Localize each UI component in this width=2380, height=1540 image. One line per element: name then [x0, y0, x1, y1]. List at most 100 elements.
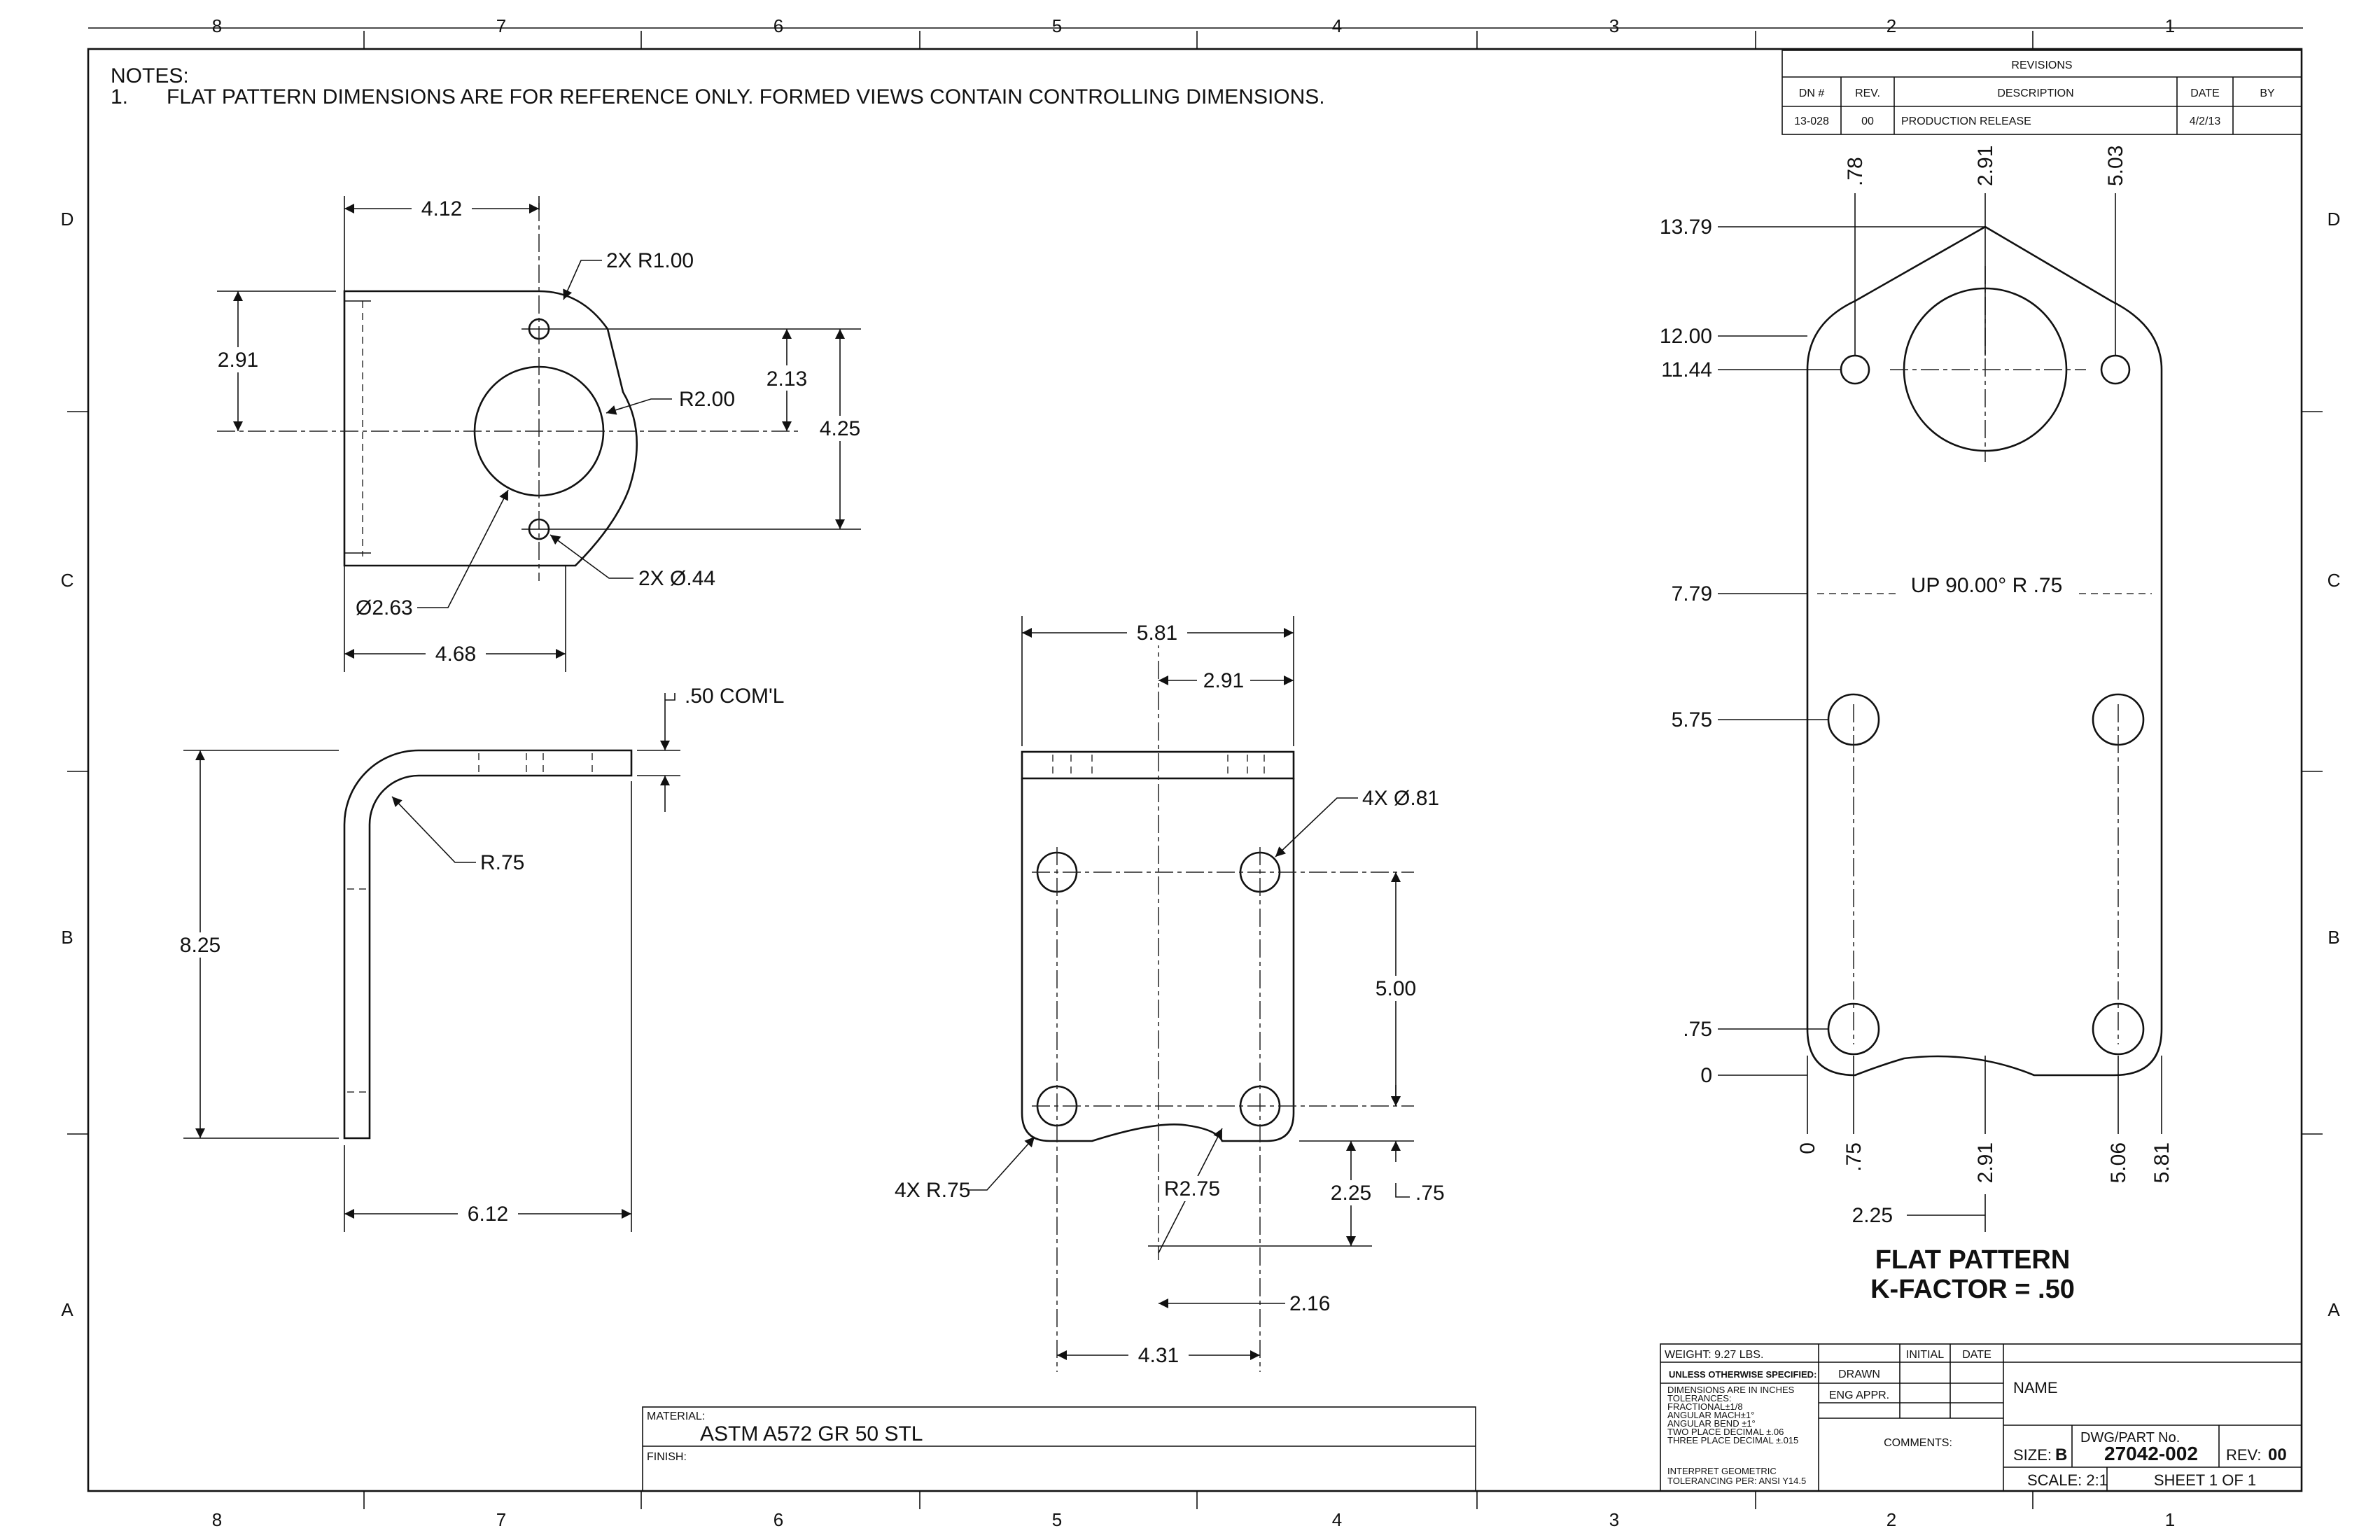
- zone-column-label: 1: [2165, 1509, 2175, 1530]
- zone-column-label: 4: [1332, 1509, 1342, 1530]
- size-label: SIZE:: [2013, 1446, 2052, 1464]
- flat-pattern-view: UP 90.00° R .75 13.7912.0011.447.795.75.…: [1660, 146, 2174, 1304]
- zone-column-label: 6: [774, 15, 783, 36]
- dim-top-big-radius: R2.00: [679, 388, 735, 411]
- rev-label: REV:: [2226, 1446, 2262, 1464]
- flat-bottom-ordinate-label: 2.91: [1974, 1142, 1997, 1183]
- top-view: 4.12 2.91 2.13 4.25 4.68 2X R1.00 R2.00 …: [210, 196, 868, 672]
- date-header: DATE: [1962, 1349, 1991, 1361]
- side-view: 8.25 6.12 .50 COM'L R.75: [172, 685, 784, 1232]
- zone-column-label: 7: [496, 1509, 506, 1530]
- side-view-outline: [343, 749, 633, 1140]
- tolerance-line: TOLERANCES:: [1667, 1393, 1732, 1404]
- flat-top-ordinate-label: 2.91: [1974, 146, 1997, 186]
- dim-front-cutout-depth: 2.25: [1331, 1182, 1371, 1205]
- rev-header-rev: REV.: [1855, 88, 1880, 99]
- dim-top-height-left: 2.91: [218, 349, 258, 372]
- title-block: WEIGHT: 9.27 LBS. UNLESS OTHERWISE SPECI…: [1660, 1343, 2302, 1492]
- notes-block: NOTES: 1. FLAT PATTERN DIMENSIONS ARE FO…: [111, 64, 1325, 108]
- dim-front-center-offset: 2.16: [1289, 1292, 1330, 1315]
- tolerance-line: FRACTIONAL±1/8: [1667, 1401, 1743, 1412]
- part-number: 27042-002: [2104, 1443, 2198, 1464]
- dim-front-corner-radius: 4X R.75: [895, 1179, 970, 1202]
- flat-top-ordinate-label: 5.03: [2104, 146, 2127, 186]
- dim-top-width-bottom: 4.68: [435, 643, 476, 666]
- zone-row-label: C: [2328, 570, 2341, 591]
- zone-row-label: B: [2328, 927, 2339, 948]
- dwg-label: DWG/PART No.: [2080, 1430, 2180, 1446]
- note-1-number: 1.: [111, 85, 128, 108]
- flat-top-ordinate-label: .78: [1844, 157, 1867, 186]
- rev-row-dn: 13-028: [1794, 115, 1829, 127]
- flat-top-ordinates: .78 2.91 5.03: [1844, 146, 2127, 356]
- zone-column-label: 8: [212, 15, 222, 36]
- flat-dim-cutout: 2.25: [1852, 1204, 1893, 1227]
- comments-label: COMMENTS:: [1884, 1437, 1952, 1449]
- material-label: MATERIAL:: [647, 1410, 705, 1422]
- zone-column-label: 6: [774, 1509, 783, 1530]
- rev-row-description: PRODUCTION RELEASE: [1901, 115, 2031, 127]
- tolerance-line: THREE PLACE DECIMAL ±.015: [1667, 1435, 1798, 1446]
- flat-y-ordinate-label: 13.79: [1660, 216, 1712, 239]
- front-view-outline: [1021, 778, 1295, 1142]
- dim-top-overall-height: 4.25: [820, 417, 860, 440]
- zone-column-label: 5: [1052, 15, 1062, 36]
- rev-row-date: 4/2/13: [2190, 115, 2221, 127]
- flat-y-ordinate-label: 5.75: [1672, 708, 1712, 732]
- tolerance-line: ANGULAR MACH±1°: [1667, 1410, 1754, 1420]
- sheet-number: SHEET 1 OF 1: [2154, 1471, 2256, 1489]
- rev-header-description: DESCRIPTION: [1997, 88, 2073, 99]
- note-1-text: FLAT PATTERN DIMENSIONS ARE FOR REFERENC…: [167, 85, 1325, 108]
- zone-row-label: A: [2328, 1299, 2340, 1320]
- unless-specified: UNLESS OTHERWISE SPECIFIED:: [1669, 1369, 1816, 1380]
- zone-row-label: D: [2328, 209, 2341, 230]
- tolerance-line: DIMENSIONS ARE IN INCHES: [1667, 1385, 1795, 1395]
- dim-front-hole-vertical: 5.00: [1376, 977, 1416, 1000]
- flat-small-hole-left: [1840, 354, 1870, 385]
- flat-y-ordinate-label: 0: [1700, 1064, 1712, 1087]
- dim-side-leg: 6.12: [468, 1203, 508, 1226]
- zone-column-label: 2: [1886, 1509, 1896, 1530]
- flat-bottom-ordinate-label: 5.81: [2150, 1142, 2174, 1183]
- scale: SCALE: 2:1: [2027, 1471, 2108, 1489]
- revisions-title: REVISIONS: [2011, 59, 2072, 71]
- zone-column-label: 5: [1052, 1509, 1062, 1530]
- eng-appr-label: ENG APPR.: [1829, 1390, 1889, 1401]
- flat-y-ordinate-label: 12.00: [1660, 325, 1712, 348]
- flat-small-hole-right: [2100, 354, 2131, 385]
- dim-front-hole-edge: .75: [1415, 1182, 1445, 1205]
- dim-side-thickness: .50 COM'L: [685, 685, 784, 708]
- zone-column-label: 4: [1332, 15, 1342, 36]
- flat-bottom-ordinate-label: .75: [1842, 1142, 1865, 1172]
- flat-pattern-title: FLAT PATTERN: [1875, 1245, 2071, 1275]
- initial-header: INITIAL: [1906, 1349, 1944, 1361]
- flat-bend-note: UP 90.00° R .75: [1911, 574, 2063, 597]
- finish-label: FINISH:: [647, 1451, 687, 1463]
- tolerance-line: ANGULAR BEND ±1°: [1667, 1418, 1756, 1429]
- dim-front-holes: 4X Ø.81: [1362, 787, 1439, 810]
- flat-pattern-outline: [1806, 225, 2163, 1077]
- zone-row-label: C: [61, 570, 74, 591]
- zone-column-label: 8: [212, 1509, 222, 1530]
- interpret-line-2: TOLERANCING PER: ANSI Y14.5: [1667, 1476, 1806, 1486]
- front-view: 5.81 2.91 5.00 2.25 .75 2.16 4.31 4X Ø.8…: [895, 616, 1445, 1372]
- zone-row-label: D: [61, 209, 74, 230]
- flat-bottom-ordinate-label: 5.06: [2107, 1142, 2130, 1183]
- rev-row-rev: 00: [1861, 115, 1874, 127]
- dim-front-half-width: 2.91: [1203, 669, 1244, 692]
- flat-pattern-k-factor: K-FACTOR = .50: [1870, 1275, 2075, 1304]
- dim-top-width: 4.12: [421, 197, 462, 220]
- dim-front-cutout-radius: R2.75: [1164, 1177, 1220, 1200]
- zone-column-label: 1: [2165, 15, 2175, 36]
- material-value: ASTM A572 GR 50 STL: [700, 1422, 923, 1446]
- dim-top-big-hole: Ø2.63: [356, 596, 413, 620]
- top-view-outline: [343, 290, 638, 567]
- material-block: MATERIAL: ASTM A572 GR 50 STL FINISH:: [642, 1406, 1476, 1492]
- zone-row-label: B: [61, 927, 73, 948]
- flat-y-ordinate-label: 7.79: [1672, 582, 1712, 606]
- flat-y-ordinate-label: .75: [1683, 1018, 1712, 1041]
